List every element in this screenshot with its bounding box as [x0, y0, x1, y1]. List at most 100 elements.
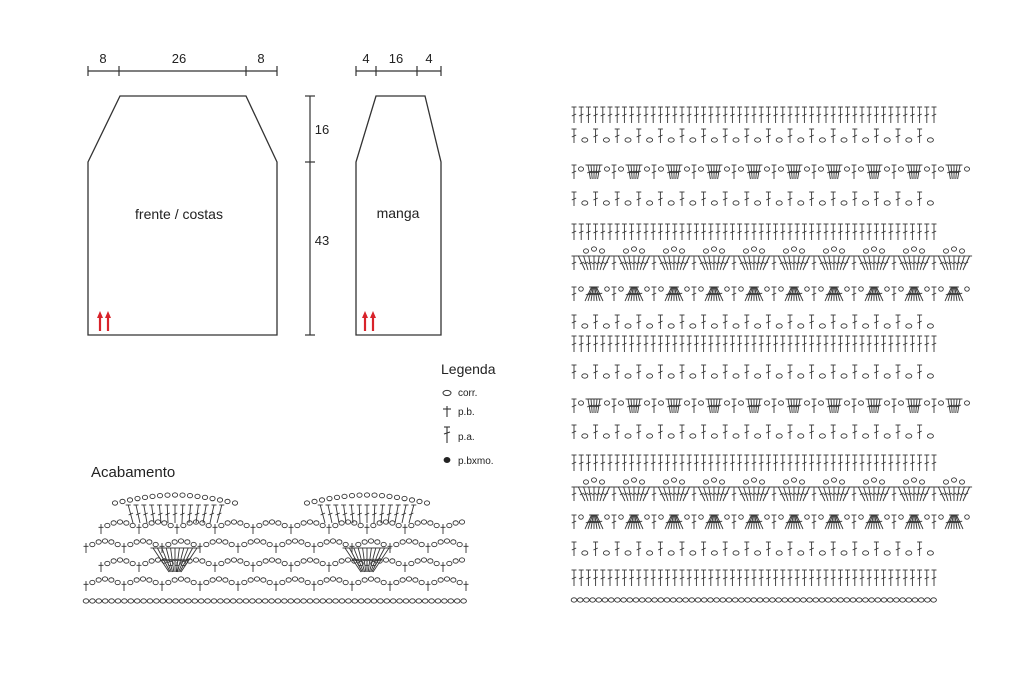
chain-stitch: [943, 479, 949, 485]
double-crochet-stitch: [836, 398, 843, 414]
fan-cluster: [815, 486, 853, 502]
double-crochet-stitch: [591, 255, 597, 270]
chain-stitch: [256, 560, 263, 567]
chain-stitch: [185, 598, 192, 604]
double-crochet-stitch: [845, 569, 851, 586]
single-crochet-stitch: [349, 581, 355, 591]
double-crochet-stitch: [719, 486, 727, 502]
single-crochet-stitch: [197, 581, 203, 591]
single-crochet-stitch: [326, 562, 332, 572]
double-crochet-stitch: [895, 424, 901, 439]
chain-stitch: [326, 495, 333, 502]
chain-stitch: [405, 538, 413, 544]
chain-stitch: [287, 598, 295, 604]
chain-stitch: [812, 597, 820, 603]
double-crochet-stitch: [317, 504, 326, 524]
chain-stitch: [428, 598, 435, 604]
double-crochet-stitch: [571, 514, 577, 529]
double-crochet-stitch: [722, 314, 728, 329]
shell-cluster: [945, 164, 963, 180]
chain-stitch: [804, 286, 810, 292]
single-crochet-stitch: [440, 524, 446, 534]
double-crochet-stitch: [175, 547, 182, 573]
double-crochet-stitch: [809, 106, 815, 123]
double-crochet-stitch: [682, 255, 693, 271]
chain-stitch: [110, 558, 117, 564]
chain-stitch: [926, 137, 934, 143]
chain-stitch: [711, 477, 717, 483]
double-crochet-stitch: [811, 398, 817, 413]
chain-stitch: [376, 558, 383, 564]
single-crochet-stitch: [212, 524, 218, 534]
chain-stitch: [236, 598, 243, 604]
double-crochet-stitch: [722, 486, 733, 502]
fan-cluster: [935, 486, 973, 502]
double-crochet-stitch: [643, 223, 649, 240]
chain-stitch: [274, 598, 282, 604]
double-crochet-stitch: [852, 191, 858, 206]
chain-stitch: [127, 598, 135, 604]
double-crochet-stitch: [931, 514, 937, 529]
chain-stitch: [879, 248, 885, 254]
double-crochet-stitch: [679, 223, 685, 240]
chain-stitch: [171, 577, 178, 583]
chart-row: [571, 424, 934, 439]
double-crochet-stitch: [600, 454, 606, 471]
chain-stitch: [631, 246, 637, 252]
chain-stitch: [831, 477, 837, 483]
chain-stitch: [266, 541, 273, 548]
double-crochet-stitch: [701, 335, 707, 352]
double-crochet-stitch: [675, 255, 682, 271]
chain-stitch: [644, 286, 650, 292]
chain-stitch: [919, 248, 925, 254]
shell-cluster: [625, 398, 643, 414]
double-crochet-stitch: [671, 486, 677, 501]
double-crochet-stitch: [915, 255, 922, 271]
double-crochet-stitch: [771, 255, 777, 270]
chain-stitch: [911, 477, 917, 483]
double-crochet-stitch: [629, 335, 635, 352]
chain-stitch: [964, 400, 970, 406]
sleeve-width-dim-center: 16: [389, 51, 403, 66]
arrow-head: [105, 311, 111, 318]
double-crochet-stitch: [636, 335, 642, 352]
chain-stitch: [344, 557, 352, 563]
double-crochet-stitch: [586, 486, 593, 502]
double-crochet-stitch: [401, 504, 409, 524]
chain-stitch: [329, 576, 337, 582]
chain-stitch: [689, 323, 697, 329]
double-crochet-stitch: [571, 486, 577, 501]
chain-stitch: [89, 598, 96, 604]
chain-stitch: [844, 400, 850, 406]
double-crochet-stitch: [386, 504, 393, 524]
double-crochet-stitch: [607, 454, 613, 471]
double-crochet-stitch: [956, 398, 963, 414]
double-crochet-stitch: [571, 255, 577, 270]
double-crochet-stitch: [859, 454, 865, 471]
double-crochet-stitch: [873, 191, 879, 206]
double-crochet-stitch: [571, 541, 577, 556]
chain-stitch: [116, 519, 124, 525]
chain-stitch: [871, 246, 877, 252]
double-crochet-stitch: [149, 504, 156, 524]
chain-stitch: [114, 598, 122, 604]
double-crochet-stitch: [823, 106, 829, 123]
chain-stitch: [874, 597, 882, 603]
chain-stitch: [754, 373, 762, 379]
double-crochet-stitch: [859, 106, 865, 123]
shell-cluster: [825, 398, 843, 414]
fan-cluster: [624, 286, 644, 302]
double-crochet-stitch: [715, 255, 722, 271]
double-crochet-stitch: [715, 106, 721, 123]
chart-row: [571, 164, 970, 180]
double-crochet-stitch: [888, 454, 894, 471]
chain-stitch: [361, 539, 368, 545]
arrow-head: [362, 311, 368, 318]
chain-stitch: [905, 373, 913, 379]
chain-stitch: [689, 373, 697, 379]
double-crochet-stitch: [701, 364, 707, 379]
double-crochet-stitch: [636, 314, 642, 329]
chain-stitch: [126, 497, 134, 503]
fan-cluster: [584, 514, 604, 530]
chain-stitch: [831, 597, 838, 603]
